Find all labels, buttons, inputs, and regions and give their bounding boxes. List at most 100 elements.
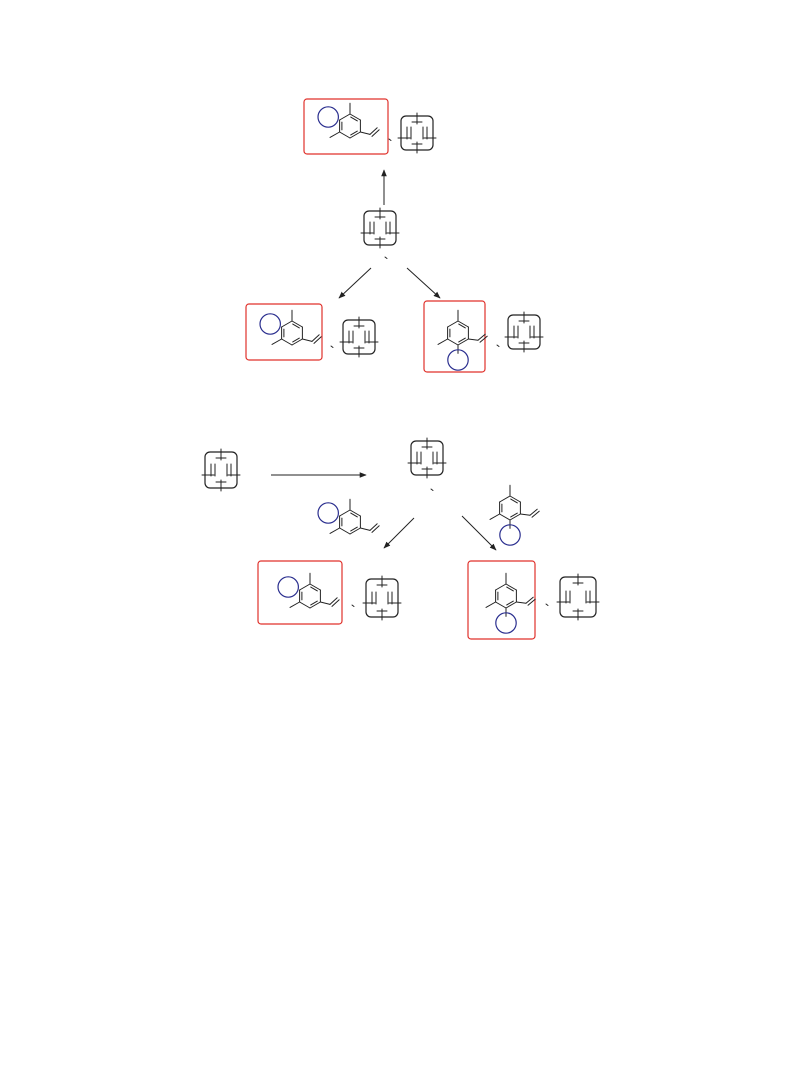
ring-bond	[509, 513, 521, 521]
double-bond	[506, 586, 514, 592]
vinyl-double	[331, 599, 340, 607]
ring-bond	[447, 338, 459, 346]
substituent-circle	[499, 524, 521, 546]
methyl-bond	[485, 601, 497, 608]
arrow-right-upper	[406, 267, 441, 299]
ring-bond	[339, 131, 351, 139]
arene-right-lower	[485, 572, 536, 634]
double-bond	[458, 337, 466, 343]
vinyl-bond	[359, 131, 371, 135]
double-bond	[292, 337, 300, 343]
double-bond	[458, 323, 466, 329]
ring-bond	[339, 509, 351, 517]
ring-bond	[499, 513, 511, 521]
ring-bond	[299, 583, 311, 591]
arene-top	[317, 102, 380, 139]
ring-bond	[291, 320, 303, 328]
vinyl-double	[371, 129, 380, 137]
ring-bond	[509, 495, 521, 503]
vinyl-bond	[311, 334, 320, 342]
product-box-top	[303, 98, 389, 155]
methyl-bond	[329, 527, 341, 534]
vinyl-double	[371, 525, 380, 533]
vinyl-bond	[525, 596, 534, 604]
vinyl-bond	[319, 601, 331, 605]
double-bond	[310, 586, 318, 592]
product-box-right-lower	[467, 560, 536, 640]
ring-bond	[457, 320, 469, 328]
substituent-circle	[447, 349, 469, 371]
ring-bond	[349, 509, 361, 517]
double-bond	[292, 323, 300, 329]
substituent-circle	[317, 502, 340, 524]
arene-left-lower	[277, 572, 340, 609]
center-dot-upper	[384, 256, 388, 259]
ring-bond	[291, 338, 303, 346]
separator-dot	[545, 603, 549, 606]
ring-bond	[349, 131, 361, 139]
center-dot-lower	[430, 488, 434, 491]
double-bond	[506, 600, 514, 606]
cage-right-upper	[504, 311, 544, 353]
methyl-bond	[329, 131, 341, 138]
arene-left-upper	[259, 309, 322, 346]
vinyl-bond	[369, 523, 378, 531]
double-bond	[350, 130, 358, 136]
ring-bond	[495, 583, 507, 591]
cage-left-lower	[362, 575, 402, 621]
methyl-bond	[271, 338, 283, 345]
vinyl-bond	[515, 601, 527, 604]
vinyl-bond	[477, 333, 486, 341]
methyl-bond	[437, 338, 449, 345]
cage-left-upper	[339, 316, 379, 358]
substituent-circle	[317, 106, 340, 128]
ring-bond	[505, 601, 517, 609]
substituent-circle	[277, 576, 300, 598]
ring-bond	[349, 113, 361, 121]
double-bond	[350, 526, 358, 532]
arrow-left-lower	[383, 517, 415, 549]
arene-reagent-left	[317, 498, 380, 535]
ring-bond	[281, 320, 293, 328]
cage-center-upper	[360, 207, 400, 249]
cage-start-lower	[201, 448, 241, 492]
double-bond	[510, 498, 518, 504]
product-box-right-upper	[423, 300, 486, 373]
double-bond	[310, 600, 318, 606]
methyl-bond	[489, 513, 501, 520]
double-bond	[510, 512, 518, 518]
vinyl-double	[479, 335, 488, 343]
separator-dot	[330, 345, 334, 348]
ring-bond	[457, 338, 469, 346]
double-bond	[350, 116, 358, 122]
ring-bond	[281, 338, 293, 346]
separator-dot	[496, 344, 500, 347]
vinyl-bond	[467, 338, 479, 341]
ring-bond	[299, 601, 311, 609]
ring-bond	[339, 527, 351, 535]
ring-bond	[309, 601, 321, 609]
arrow-right-lower-branch	[461, 515, 497, 551]
ring-bond	[447, 320, 459, 328]
cage-right-lower	[556, 573, 600, 621]
cage-center-lower	[407, 437, 447, 479]
arene-right-upper	[437, 309, 488, 371]
vinyl-bond	[369, 127, 378, 135]
vinyl-double	[313, 336, 322, 344]
vinyl-bond	[301, 338, 313, 342]
scheme-layer	[201, 98, 600, 640]
vinyl-double	[527, 598, 536, 606]
ring-bond	[309, 583, 321, 591]
vinyl-bond	[359, 527, 371, 531]
cage-top-product	[397, 112, 437, 154]
vinyl-bond	[529, 508, 538, 516]
ring-bond	[495, 601, 507, 609]
product-box-left-upper	[245, 303, 323, 361]
double-bond	[350, 512, 358, 518]
substituent-circle	[495, 612, 517, 634]
ring-bond	[505, 583, 517, 591]
arene-reagent-right	[489, 484, 540, 546]
vinyl-double	[531, 510, 540, 518]
separator-dot	[388, 138, 392, 141]
